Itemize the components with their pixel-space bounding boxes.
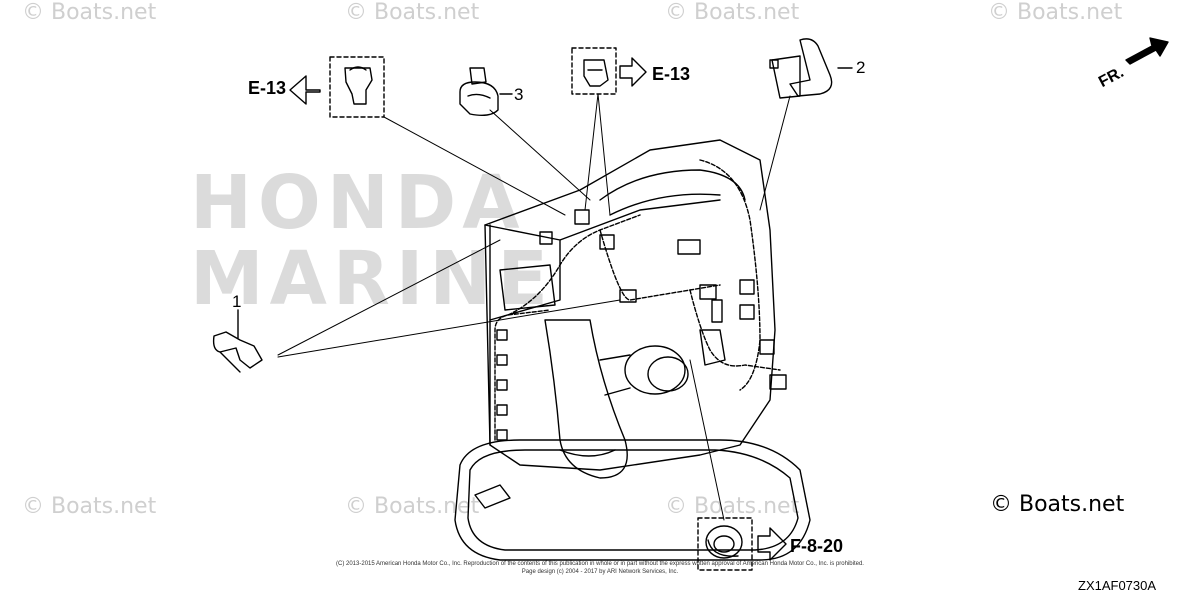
page-design-line: Page design (c) 2004 - 2017 by ARI Netwo… [521,569,679,575]
callout-part-3[interactable]: 3 [514,85,524,104]
watermark-text: © Boats.net [345,0,480,25]
engine-block [484,139,776,479]
watermark-text: © Boats.net [665,0,800,25]
reference-e13-top[interactable]: E-13 [652,64,691,84]
watermark-text: © Boats.net [22,0,157,25]
brand-watermark-line1: HONDA [190,160,526,246]
clamp-part-2 [769,38,853,99]
e13-top-clip [571,47,647,95]
leader-lines [277,93,791,521]
e13-left-clip [289,56,385,118]
callout-part-1[interactable]: 1 [232,292,242,311]
clamp-part-3 [459,67,513,117]
reference-f820[interactable]: F-8-20 [790,536,844,556]
f820-grommet [697,517,787,571]
reference-e13-left[interactable]: E-13 [248,78,287,98]
clamp-part-1 [212,309,263,373]
watermark-text: © Boats.net [665,494,800,519]
watermark-text: © Boats.net [988,0,1123,25]
watermark-text: © Boats.net [22,494,157,519]
forward-direction-arrow [1125,37,1169,65]
engine-base [454,439,811,561]
copyright-line: (C) 2013-2015 American Honda Motor Co., … [336,561,864,567]
harness-connectors [496,209,787,441]
boats-net-watermark: © Boats.net [990,492,1125,517]
wiring-harness [494,159,781,441]
callout-part-2[interactable]: 2 [856,58,866,77]
diagram-code: ZX1AF0730A [1078,578,1157,593]
copyright-notice: (C) 2013-2015 American Honda Motor Co., … [320,560,880,576]
